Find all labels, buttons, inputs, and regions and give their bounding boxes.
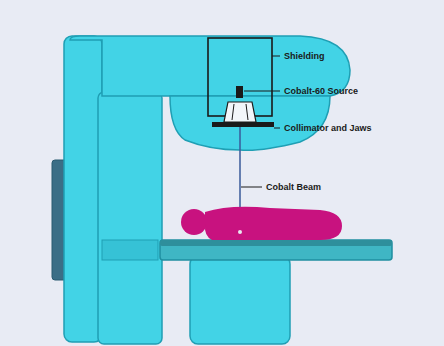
couch-pedestal — [190, 256, 290, 344]
collimator-base — [212, 122, 274, 127]
part-label: Shielding — [283, 51, 326, 62]
part-label: Cobalt-60 Source — [283, 86, 359, 97]
beam-spot — [238, 230, 242, 234]
couch-top — [160, 240, 392, 246]
gantry-pillar — [64, 36, 102, 342]
jaw — [232, 104, 234, 120]
leader-line — [274, 128, 280, 129]
part-label: Cobalt Beam — [265, 182, 322, 193]
treatment-couch — [160, 240, 392, 260]
leader-line — [244, 91, 280, 92]
jaw — [246, 104, 248, 120]
leader-line — [272, 56, 280, 57]
collimator — [224, 102, 256, 122]
patient-body — [205, 207, 342, 240]
cobalt-source — [236, 86, 243, 98]
stand-band — [102, 240, 158, 260]
part-label: Collimator and Jaws — [283, 123, 373, 134]
patient-head — [181, 209, 207, 235]
gantry-stand — [98, 92, 162, 344]
leader-line — [241, 187, 262, 188]
